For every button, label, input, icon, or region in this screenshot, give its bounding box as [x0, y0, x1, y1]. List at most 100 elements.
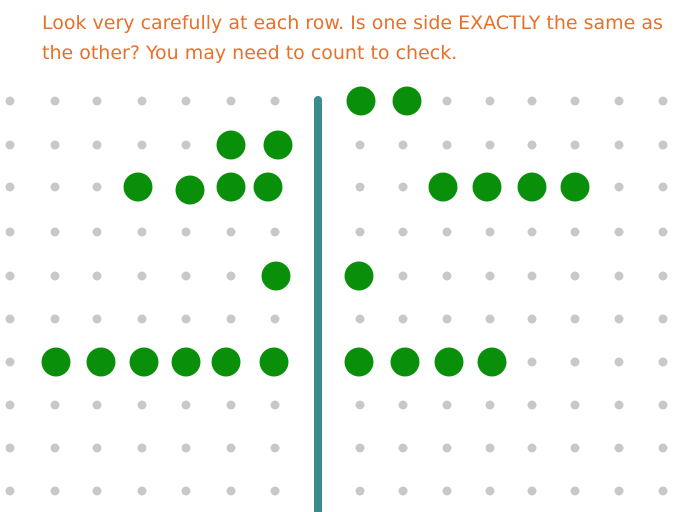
left-counter	[175, 175, 205, 205]
right-counter	[434, 347, 464, 377]
grid-dot	[5, 443, 15, 453]
grid-dot	[5, 486, 15, 496]
grid-dot	[181, 140, 191, 150]
grid-dot	[527, 314, 537, 324]
grid-dot	[92, 182, 102, 192]
grid-dot	[658, 96, 668, 106]
grid-dot	[270, 96, 280, 106]
grid-dot	[658, 227, 668, 237]
grid-dot	[137, 140, 147, 150]
left-counter	[129, 347, 159, 377]
grid-dot	[570, 271, 580, 281]
left-counter	[261, 261, 291, 291]
grid-dot	[5, 314, 15, 324]
grid-dot	[485, 400, 495, 410]
grid-dot	[485, 271, 495, 281]
grid-dot	[270, 227, 280, 237]
grid-dot	[614, 357, 624, 367]
grid-dot	[92, 140, 102, 150]
grid-dot	[137, 314, 147, 324]
grid-dot	[527, 357, 537, 367]
grid-dot	[442, 271, 452, 281]
grid-dot	[527, 227, 537, 237]
grid-dot	[398, 443, 408, 453]
grid-dot	[398, 400, 408, 410]
grid-dot	[485, 486, 495, 496]
grid-dot	[614, 400, 624, 410]
grid-dot	[485, 227, 495, 237]
instruction-text: Look very carefully at each row. Is one …	[42, 12, 663, 64]
grid-dot	[270, 443, 280, 453]
left-counter	[41, 347, 71, 377]
right-counter	[517, 172, 547, 202]
grid-dot	[570, 357, 580, 367]
grid-dot	[570, 486, 580, 496]
grid-dot	[570, 140, 580, 150]
grid-dot	[658, 486, 668, 496]
grid-dot	[614, 486, 624, 496]
left-counter	[253, 172, 283, 202]
grid-dots	[5, 96, 668, 496]
grid-dot	[5, 140, 15, 150]
grid-dot	[92, 96, 102, 106]
grid-dot	[270, 486, 280, 496]
grid-dot	[398, 182, 408, 192]
grid-dot	[570, 400, 580, 410]
grid-dot	[50, 314, 60, 324]
grid-dot	[226, 486, 236, 496]
grid-dot	[226, 271, 236, 281]
grid-dot	[92, 314, 102, 324]
grid-dot	[614, 314, 624, 324]
grid-dot	[226, 443, 236, 453]
grid-dot	[614, 443, 624, 453]
grid-dot	[355, 314, 365, 324]
grid-dot	[226, 96, 236, 106]
grid-dot	[226, 227, 236, 237]
grid-dot	[658, 357, 668, 367]
grid-dot	[355, 486, 365, 496]
grid-dot	[658, 314, 668, 324]
grid-dot	[355, 182, 365, 192]
right-counter	[428, 172, 458, 202]
grid-dot	[137, 271, 147, 281]
grid-dot	[50, 227, 60, 237]
grid-dot	[92, 443, 102, 453]
grid-dot	[5, 400, 15, 410]
left-counter	[211, 347, 241, 377]
right-counter	[560, 172, 590, 202]
grid-dot	[442, 443, 452, 453]
grid-dot	[226, 314, 236, 324]
left-counter	[123, 172, 153, 202]
grid-dot	[50, 271, 60, 281]
grid-dot	[485, 443, 495, 453]
right-counter	[344, 261, 374, 291]
grid-dot	[5, 96, 15, 106]
grid-dot	[398, 227, 408, 237]
left-counter	[263, 130, 293, 160]
grid-dot	[527, 140, 537, 150]
grid-dot	[614, 140, 624, 150]
left-counter	[171, 347, 201, 377]
grid-dot	[355, 140, 365, 150]
grid-dot	[50, 400, 60, 410]
grid-dot	[50, 443, 60, 453]
grid-dot	[442, 486, 452, 496]
grid-dot	[527, 96, 537, 106]
grid-dot	[181, 314, 191, 324]
grid-dot	[442, 400, 452, 410]
grid-dot	[137, 443, 147, 453]
grid-dot	[570, 443, 580, 453]
grid-dot	[614, 96, 624, 106]
grid-dot	[355, 400, 365, 410]
grid-dot	[5, 271, 15, 281]
grid-dot	[181, 486, 191, 496]
grid-dot	[270, 314, 280, 324]
grid-dot	[181, 400, 191, 410]
grid-dot	[398, 140, 408, 150]
grid-dot	[137, 96, 147, 106]
right-counter	[390, 347, 420, 377]
grid-dot	[570, 314, 580, 324]
grid-dot	[442, 140, 452, 150]
grid-dot	[92, 400, 102, 410]
grid-dot	[570, 227, 580, 237]
